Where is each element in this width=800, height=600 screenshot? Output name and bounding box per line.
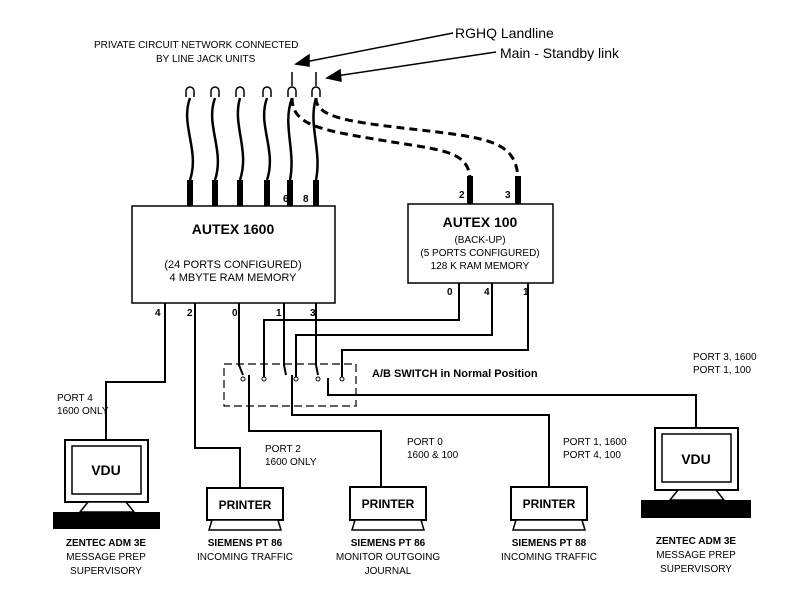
autex-1600-port-2: 2 — [187, 308, 193, 319]
printer-1-label: PRINTER — [219, 498, 272, 512]
autex-100-ports: (5 PORTS CONFIGURED) — [420, 248, 539, 259]
vdu-right-name: ZENTEC ADM 3E — [656, 536, 737, 547]
network-title-line1: PRIVATE CIRCUIT NETWORK CONNECTED — [94, 40, 298, 51]
port-2-label-line2: 1600 ONLY — [265, 457, 317, 468]
jack-icon — [311, 86, 321, 97]
port-4-label-line1: PORT 4 — [57, 393, 93, 404]
autex-100-box — [407, 203, 554, 284]
jack-icon — [287, 86, 297, 97]
port-4-label-line2: 1600 ONLY — [57, 406, 109, 417]
cable-plugs — [187, 180, 319, 206]
printer-1-name: SIEMENS PT 86 — [208, 538, 283, 549]
vdu-right-label: VDU — [681, 451, 711, 467]
printer-3-name: SIEMENS PT 88 — [512, 538, 587, 549]
autex-1600-box — [131, 205, 336, 304]
printer-3-label: PRINTER — [523, 497, 576, 511]
vdu-left-name: ZENTEC ADM 3E — [66, 538, 147, 549]
jack-icon — [235, 86, 245, 97]
autex-1600-port-8: 8 — [303, 194, 309, 205]
autex-100-port-0: 0 — [447, 287, 453, 298]
autex-100-title: AUTEX 100 — [443, 214, 518, 230]
printer-2-icon — [349, 486, 427, 531]
autex-100-port-2: 2 — [459, 190, 465, 201]
printer-3-desc1: INCOMING TRAFFIC — [501, 552, 597, 563]
autex-1600-port-1: 1 — [276, 308, 282, 319]
autex-100-port-4: 4 — [484, 287, 490, 298]
printer-1-icon — [206, 487, 284, 531]
callout-arrows — [294, 32, 497, 82]
autex-1600-memory: 4 MBYTE RAM MEMORY — [170, 272, 298, 284]
main-standby-link-label: Main - Standby link — [500, 45, 620, 61]
autex-100-memory: 128 K RAM MEMORY — [431, 261, 530, 272]
vdu-left-label: VDU — [91, 462, 121, 478]
port-1-label-line2: PORT 4, 100 — [563, 450, 621, 461]
vdu-right-desc1: MESSAGE PREP — [656, 550, 736, 561]
network-title-line2: BY LINE JACK UNITS — [156, 54, 256, 65]
printer-1-desc1: INCOMING TRAFFIC — [197, 552, 293, 563]
port-2-label-line1: PORT 2 — [265, 444, 301, 455]
port-3-label-line1: PORT 3, 1600 — [693, 352, 757, 363]
network-cables — [185, 97, 319, 181]
autex-100-port-1: 1 — [523, 287, 529, 298]
port-3-label-line2: PORT 1, 100 — [693, 365, 751, 376]
autex-1600-port-0: 0 — [232, 308, 238, 319]
printer-3-icon — [510, 486, 588, 531]
autex-1600-port-6: 6 — [283, 194, 289, 205]
vdu-left-desc2: SUPERVISORY — [70, 566, 142, 577]
autex-1600-port-3: 3 — [310, 308, 316, 319]
port-0-label-line1: PORT 0 — [407, 437, 443, 448]
backup-plugs — [467, 176, 521, 204]
autex-1600-title: AUTEX 1600 — [192, 221, 275, 237]
autex-1600-port-4: 4 — [155, 308, 161, 319]
line-jack-units — [185, 72, 321, 97]
port-1-label-line1: PORT 1, 1600 — [563, 437, 627, 448]
printer-2-label: PRINTER — [362, 497, 415, 511]
backup-links — [290, 97, 520, 179]
vdu-left-icon — [53, 439, 160, 529]
printer-2-desc1: MONITOR OUTGOING — [336, 552, 440, 563]
port-0-label-line2: 1600 & 100 — [407, 450, 459, 461]
wiring — [105, 283, 697, 488]
autex-100-port-3: 3 — [505, 190, 511, 201]
vdu-right-desc2: SUPERVISORY — [660, 564, 732, 575]
printer-2-name: SIEMENS PT 86 — [351, 538, 426, 549]
jack-icon — [262, 86, 272, 97]
ab-switch-label: A/B SWITCH in Normal Position — [372, 368, 538, 380]
autex-100-backup: (BACK-UP) — [454, 235, 505, 246]
jack-icon — [210, 86, 220, 97]
ab-switch-contacts — [240, 376, 345, 382]
vdu-right-icon — [641, 427, 751, 518]
ab-switch-box — [223, 363, 357, 407]
autex-1600-ports: (24 PORTS CONFIGURED) — [164, 259, 301, 271]
jack-icon — [185, 86, 195, 97]
rghq-landline-label: RGHQ Landline — [455, 25, 554, 41]
printer-2-desc2: JOURNAL — [365, 566, 412, 577]
vdu-left-desc1: MESSAGE PREP — [66, 552, 146, 563]
